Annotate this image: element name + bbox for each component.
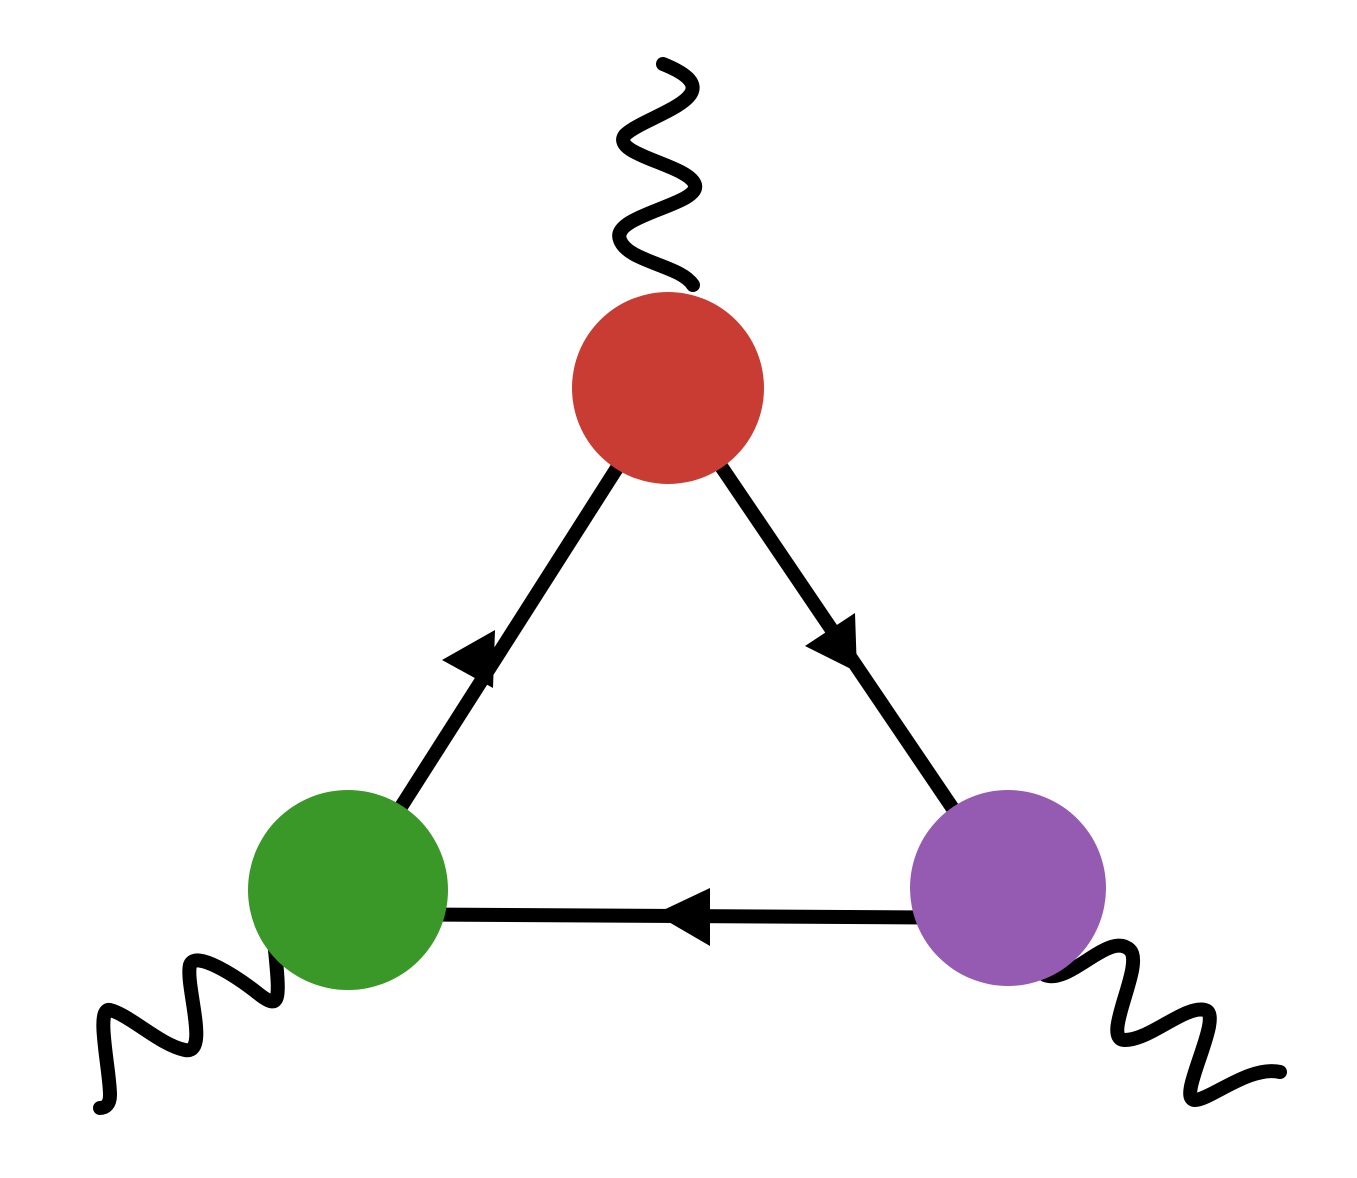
wavy-line-right [1038,938,1287,1108]
wavy-line-left [93,943,285,1115]
wavy-line-top [612,57,702,292]
vertex-left [248,790,448,990]
arrow-left-top [442,630,495,688]
arrow-right-left [655,888,710,946]
vertex-right [910,790,1106,986]
arrow-top-right [805,613,857,672]
vertex-top [572,292,764,484]
